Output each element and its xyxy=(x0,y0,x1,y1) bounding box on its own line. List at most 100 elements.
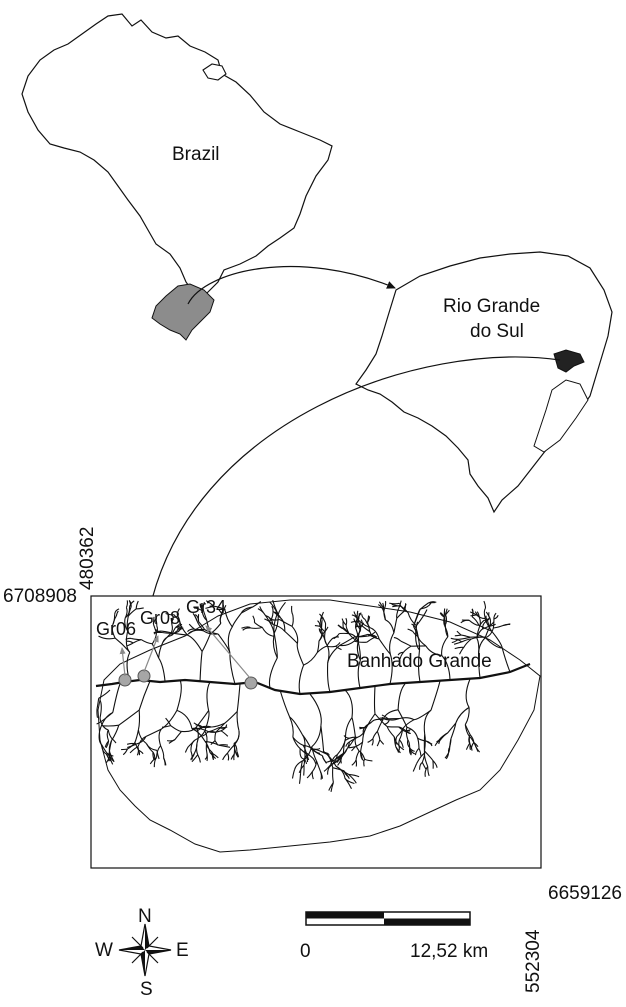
site-gr34-marker[interactable] xyxy=(244,676,258,690)
stream-segment xyxy=(458,636,471,640)
stream-segment xyxy=(191,754,199,763)
site-gr08-marker[interactable] xyxy=(137,669,151,683)
stream-segment xyxy=(489,617,492,628)
stream-segment xyxy=(438,737,442,745)
stream-segment xyxy=(114,608,120,615)
stream-segment xyxy=(289,716,294,738)
stream-segment xyxy=(478,637,486,655)
stream-segment xyxy=(205,605,215,609)
stream-segment xyxy=(360,619,363,627)
stream-segment xyxy=(218,744,231,748)
stream-segment xyxy=(474,744,479,752)
stream-segment xyxy=(471,636,486,640)
stream-segment xyxy=(373,685,376,714)
stream-segment xyxy=(261,627,274,637)
stream-segment xyxy=(213,605,226,611)
state-lagoon xyxy=(533,379,589,453)
coord-bottom-right-y: 6659126 xyxy=(548,883,622,904)
stream-segment xyxy=(383,608,386,621)
stream-segment xyxy=(409,747,413,755)
stream-segment xyxy=(121,748,128,751)
stream-segment xyxy=(161,725,171,728)
stream-segment xyxy=(306,771,313,779)
stream-segment xyxy=(406,739,411,748)
stream-segment xyxy=(158,657,166,682)
stream-segment xyxy=(369,626,380,640)
stream-segment xyxy=(425,645,442,656)
stream-segment xyxy=(501,647,511,673)
stream-segment xyxy=(454,634,462,637)
stream-segment xyxy=(355,741,364,748)
rs-highlight-in-brazil xyxy=(151,283,215,341)
stream-segment xyxy=(355,617,358,629)
stream-segment xyxy=(493,615,499,620)
stream-segment xyxy=(202,610,208,621)
stream-segment xyxy=(128,600,135,608)
stream-segment xyxy=(104,740,110,748)
stream-segment xyxy=(327,765,331,775)
stream-segment xyxy=(269,618,280,621)
stream-segment xyxy=(135,600,139,609)
stream-segment xyxy=(415,628,419,637)
stream-segment xyxy=(393,736,397,748)
stream-segment xyxy=(171,618,175,625)
stream-segment xyxy=(138,680,151,711)
stream-segment xyxy=(358,750,366,760)
stream-segment xyxy=(454,646,464,650)
stream-segment xyxy=(393,618,398,634)
stream-segment xyxy=(280,617,286,632)
stream-segment xyxy=(468,736,471,745)
stream-segment xyxy=(344,689,353,718)
stream-segment xyxy=(319,771,323,779)
stream-segment xyxy=(205,600,215,607)
site-gr08-arrow xyxy=(143,635,159,673)
stream-segment xyxy=(312,760,318,772)
stream-segment xyxy=(193,726,202,730)
stream-segment xyxy=(320,630,327,644)
stream-segment xyxy=(445,749,450,760)
stream-segment xyxy=(417,650,421,683)
stream-segment xyxy=(398,739,404,748)
stream-segment xyxy=(292,736,304,746)
stream-segment xyxy=(364,758,373,762)
stream-segment xyxy=(165,612,175,616)
stream-segment xyxy=(124,607,131,619)
stream-segment xyxy=(114,637,131,653)
compass-north-label: N xyxy=(138,906,152,927)
stream-segment xyxy=(471,616,480,626)
stream-segment xyxy=(296,643,305,666)
stream-segment xyxy=(99,699,102,719)
stream-segment xyxy=(417,636,427,647)
stream-segment xyxy=(264,618,274,625)
stream-segment xyxy=(316,640,320,653)
stream-segment xyxy=(327,644,341,663)
stream-segment xyxy=(343,735,350,739)
stream-segment xyxy=(376,731,381,740)
stream-segment xyxy=(162,631,173,634)
stream-segment xyxy=(337,624,344,630)
stream-segment xyxy=(376,739,381,747)
stream-segment xyxy=(137,710,141,731)
stream-segment xyxy=(187,630,195,635)
stream-segment xyxy=(389,602,400,605)
stream-segment xyxy=(393,637,402,642)
stream-segment xyxy=(153,630,162,635)
stream-segment xyxy=(383,719,390,725)
stream-segment xyxy=(102,724,119,727)
stream-segment xyxy=(199,603,203,611)
stream-segment xyxy=(412,763,418,772)
stream-segment xyxy=(464,707,470,725)
stream-segment xyxy=(424,766,429,777)
stream-segment xyxy=(210,740,216,746)
stream-segment xyxy=(440,732,448,739)
stream-segment xyxy=(385,619,395,633)
stream-segment xyxy=(351,717,356,738)
stream-segment xyxy=(170,725,182,732)
stream-segment xyxy=(448,738,452,751)
stream-segment xyxy=(105,753,110,762)
stream-segment xyxy=(344,778,355,785)
stream-segment xyxy=(98,689,111,699)
stream-segment xyxy=(330,782,334,792)
stream-segment xyxy=(211,752,214,761)
stream-segment xyxy=(329,754,338,767)
